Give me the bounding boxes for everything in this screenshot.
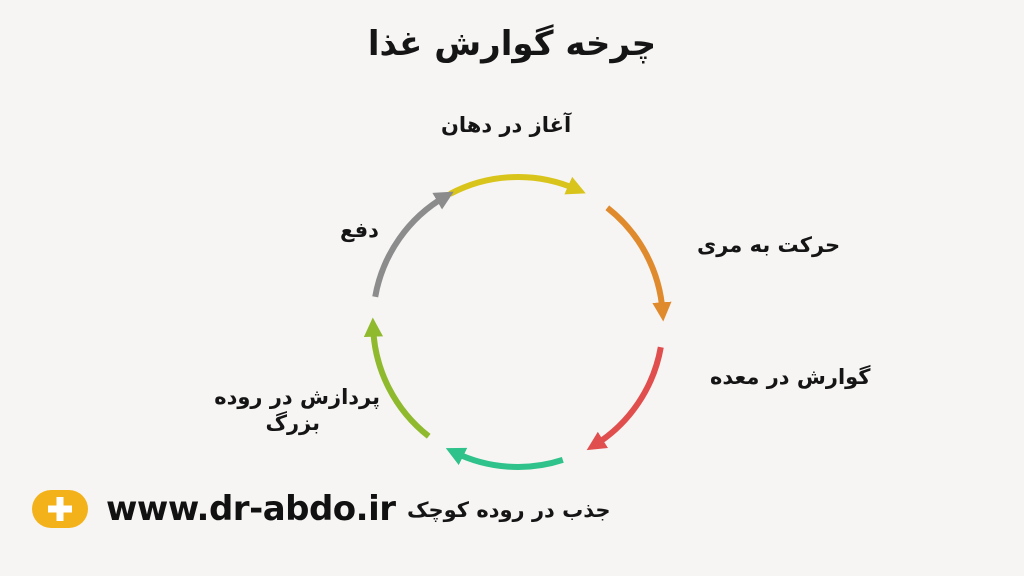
- cycle-arrow-5: [363, 317, 431, 439]
- stage-label-stomach: گوارش در معده: [710, 365, 871, 389]
- stage-label-excretion: دفع: [340, 218, 379, 242]
- stage-label-small-intestine: جذب در روده کوچک: [407, 498, 611, 522]
- stage-label-line: پردازش در روده: [214, 385, 380, 409]
- stage-label-esophagus: حرکت به مری: [697, 233, 841, 257]
- cycle-arrow-3: [586, 346, 664, 451]
- diagram-title: چرخه گوارش غذا: [367, 24, 657, 64]
- cycle-arrow-2: [605, 205, 672, 322]
- cycle-arrow-4: [445, 447, 564, 470]
- site-url[interactable]: www.dr-abdo.ir: [106, 489, 396, 529]
- stage-label-line: بزرگ: [265, 411, 320, 436]
- cycle-arrow-1: [448, 174, 586, 197]
- plus-icon: [32, 490, 88, 528]
- footer: www.dr-abdo.ir: [32, 489, 396, 529]
- cycle-arrow-6: [372, 191, 454, 298]
- stage-label-mouth: آغاز در دهان: [441, 113, 572, 137]
